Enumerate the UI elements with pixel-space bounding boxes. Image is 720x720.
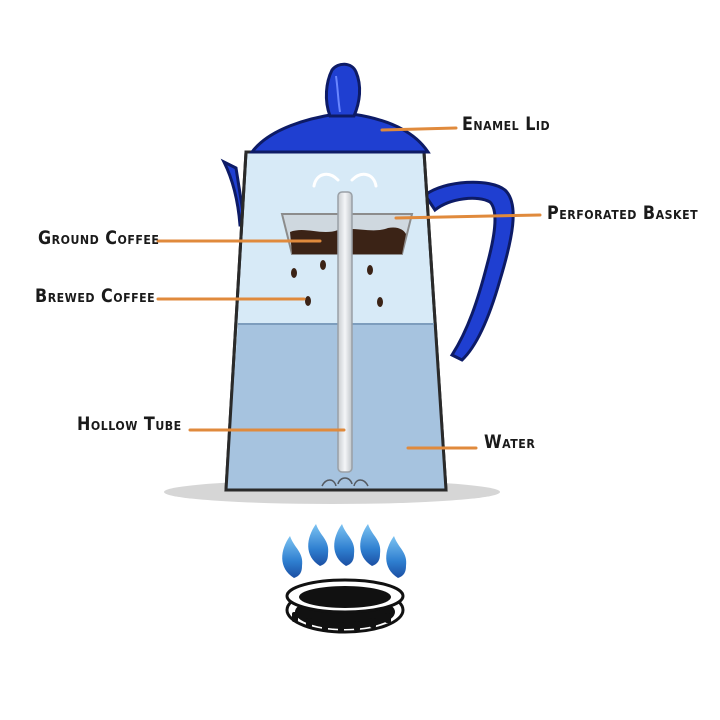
label-hollow-tube: Hollow Tube [77,412,182,435]
label-ground-coffee: Ground Coffee [38,226,160,249]
pot-handle [422,180,515,362]
bottom-swirls [321,477,369,487]
enamel-lid [248,62,431,154]
label-brewed-coffee: Brewed Coffee [35,284,156,307]
label-water: Water [484,430,536,453]
circulation-arrows [312,172,378,188]
coffee-drips [291,260,383,307]
label-enamel-lid: Enamel Lid [462,112,551,135]
label-perforated-basket: Perforated Basket [547,201,699,224]
pot-spout [220,158,247,227]
gas-burner [285,578,405,634]
burner-flames [282,524,407,578]
leader-enamel-lid [380,126,458,132]
water-fill [226,324,446,490]
leader-perforated-basket [394,213,542,220]
hollow-tube [337,191,353,473]
leader-lines [156,126,542,450]
pot-body [224,150,448,492]
